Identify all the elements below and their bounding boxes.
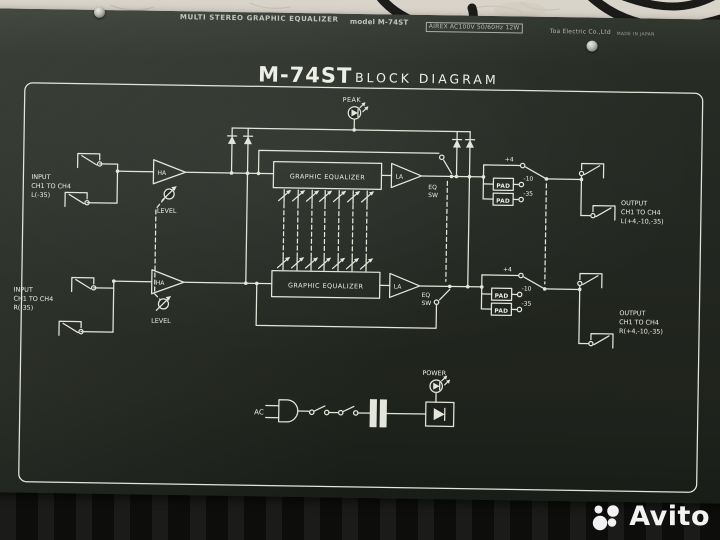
level-pot-r: LEVEL [151,295,172,325]
avito-watermark-text: Avito [629,501,710,532]
avito-watermark: Avito [591,502,710,532]
transformer-icon [369,399,387,428]
input-r-line3: R(-35) [13,304,33,312]
diode-icon [464,139,476,149]
output-r-line2: CH1 TO CH4 [619,318,659,327]
rectifier-block [424,401,455,428]
output-level-selector-r: +4 PAD -10 PAD -35 [479,266,581,317]
eq-sw-label-eq: EQ [428,184,437,191]
ac-label: AC [254,408,264,416]
eq-sw-label-eq: EQ [422,292,431,299]
diagram-title-model: M-74ST [258,62,353,87]
output-l-line2: CH1 TO CH4 [621,208,661,217]
slider-bank-l [277,189,375,205]
input-label-r: INPUT CH1 TO CH4 R(-35) [13,286,53,312]
ha-label: HA [157,170,167,177]
minus35-label: -35 [521,301,531,308]
input-jack-icon [76,152,103,169]
input-jack-icon [64,191,90,208]
graphic-equalizer-label: GRAPHIC EQUALIZER [288,281,364,290]
peak-indicator: PEAK [343,96,370,120]
power-label: POWER [422,369,446,377]
input-label-l: INPUT CH1 TO CH4 L(-35) [31,173,71,199]
level-pot-l: LEVEL [157,185,178,215]
output-r-line1: OUTPUT [619,309,645,317]
output-jacks-r [577,272,614,349]
avito-logo-icon [593,505,620,531]
la-label: LA [395,174,404,181]
output-jack-icon [577,272,603,289]
graphic-equalizer-block-l: GRAPHIC EQUALIZER [272,161,383,190]
ha-label: HA [156,280,166,287]
input-l-line3: L(-35) [31,191,50,199]
output-label-r: OUTPUT CH1 TO CH4 R(+4,-10,-35) [619,309,663,336]
pad-label: PAD [494,309,508,315]
output-jack-icon [578,162,605,179]
graphic-equalizer-block-r: GRAPHIC EQUALIZER [270,269,381,299]
level-pot-icon [155,295,172,312]
eq-switch-l: EQ SW [257,149,454,199]
power-switch-icon [308,405,330,416]
input-jack-icon [71,276,97,293]
ha-amplifier-r: HA [150,269,185,295]
diode-icon [451,138,463,149]
la-amplifier-r: LA [379,272,421,299]
diode-icon [242,135,254,145]
ac-plug-icon [265,399,311,423]
peak-detector-rail [226,119,476,288]
input-jack-icon [58,320,84,337]
input-r-line1: INPUT [14,286,33,294]
plus4-label: +4 [505,156,514,163]
diagram-title-text: BLOCK DIAGRAM [355,70,499,87]
diagram-frame-border [18,82,704,493]
minus10-label: -10 [523,176,533,183]
diode-icon [226,135,238,145]
level-label: LEVEL [151,317,171,325]
output-level-selector-l: +4 PAD -10 PAD -35 [481,156,583,207]
la-amplifier-l: LA [380,162,423,189]
eq-switch-r: EQ SW [255,282,452,329]
la-label: LA [394,284,403,291]
output-r-line3: R(+4,-10,-35) [619,327,663,336]
power-section: AC [254,369,455,428]
eq-sw-label-sw: SW [421,300,431,307]
power-led-icon [429,374,451,394]
eq-switch-gang-link [445,180,449,282]
output-label-l: OUTPUT CH1 TO CH4 L(+4,-10,-35) [621,199,664,226]
slider-bank-r [276,256,374,272]
slider-gang-links [282,203,368,258]
plus4-label: +4 [503,266,512,273]
level-label: LEVEL [157,207,177,215]
peak-label: PEAK [343,96,362,104]
pad-label: PAD [495,294,509,300]
pad-label: PAD [496,199,510,205]
eq-sw-label-sw: SW [428,192,438,199]
graphic-equalizer-label: GRAPHIC EQUALIZER [290,172,366,181]
input-jacks-left-r [58,276,116,337]
power-switch-icon [337,405,359,416]
selector-gang-link [544,183,548,285]
output-l-line3: L(+4,-10,-35) [621,217,664,226]
input-r-line2: CH1 TO CH4 [13,295,53,304]
minus35-label: -35 [523,191,533,198]
ha-amplifier-l: HA [152,159,187,185]
input-l-line2: CH1 TO CH4 [31,182,71,191]
minus10-label: -10 [522,286,532,293]
output-jacks-l [578,162,616,221]
output-jack-icon [588,332,614,349]
pad-label: PAD [496,184,510,190]
output-l-line1: OUTPUT [621,199,647,207]
peak-led-icon [347,101,370,120]
output-jack-icon [590,204,616,221]
level-gang-link [153,198,165,302]
input-jacks-left-l [64,152,120,208]
input-l-line1: INPUT [31,173,50,181]
